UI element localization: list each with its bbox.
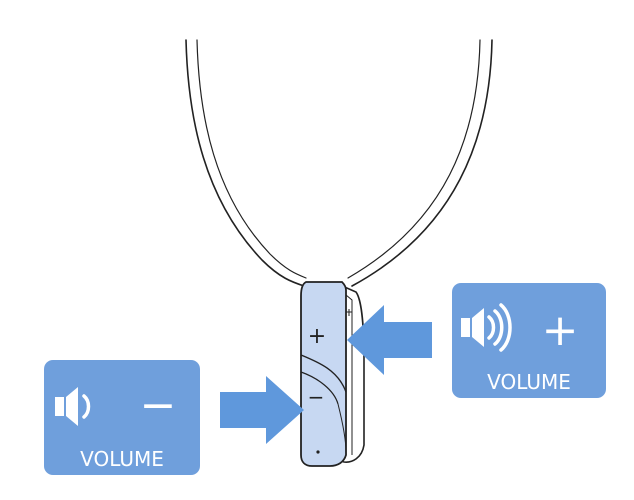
neckband [185, 39, 493, 287]
device-front-face [300, 281, 347, 467]
device-led [316, 450, 320, 454]
speaker-quiet-icon [55, 387, 91, 426]
device-minus-button[interactable]: − [308, 385, 325, 409]
arrow-to-plus-button [347, 305, 432, 375]
volume-up-sign: + [542, 305, 579, 356]
volume-up-panel: + VOLUME [452, 283, 606, 398]
volume-up-label: VOLUME [487, 370, 571, 394]
volume-down-label: VOLUME [80, 447, 164, 471]
device-plus-button[interactable]: + [308, 324, 326, 349]
headset-device: + − [300, 281, 365, 467]
speaker-loud-icon [461, 303, 512, 352]
volume-down-sign: − [140, 380, 177, 431]
volume-down-panel: − VOLUME [44, 360, 200, 475]
arrow-to-minus-button [220, 376, 304, 444]
